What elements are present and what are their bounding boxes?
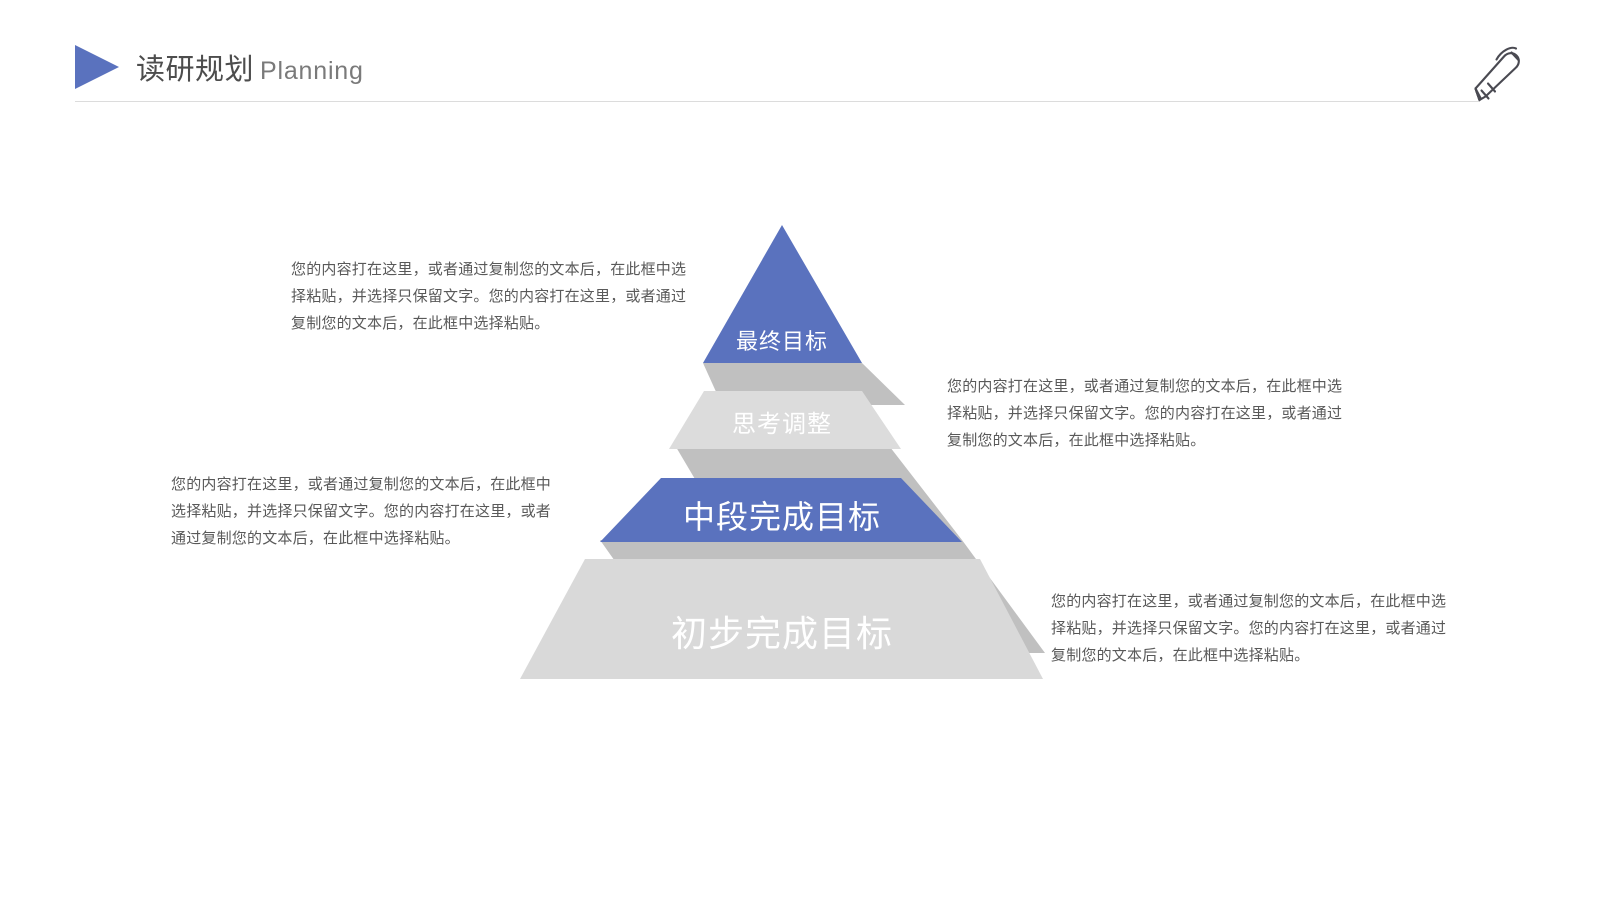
pyramid-layer-1 — [703, 225, 862, 363]
pyramid-layer-1-label: 最终目标 — [735, 329, 828, 354]
description-middle-left: 您的内容打在这里，或者通过复制您的文本后，在此框中选择粘贴，并选择只保留文字。您… — [171, 476, 552, 547]
description-top-left: 您的内容打在这里，或者通过复制您的文本后，在此框中选择粘贴，并选择只保留文字。您… — [291, 261, 687, 332]
pyramid-layer-2-label: 思考调整 — [732, 411, 832, 438]
header-divider — [75, 101, 1480, 102]
page-title-cn: 读研规划 — [136, 54, 255, 86]
pyramid-layer-3 — [600, 478, 962, 542]
pen-icon — [1474, 46, 1520, 102]
pyramid-layer-4 — [520, 559, 1043, 679]
page-title-en: Planning — [260, 57, 364, 85]
pyramid-layer-2 — [669, 391, 901, 449]
description-bottom-right: 您的内容打在这里，或者通过复制您的文本后，在此框中选择粘贴，并选择只保留文字。您… — [1051, 593, 1447, 664]
pyramid-layer-3-label: 中段完成目标 — [682, 499, 881, 535]
description-upper-right: 您的内容打在这里，或者通过复制您的文本后，在此框中选择粘贴，并选择只保留文字。您… — [947, 378, 1343, 449]
play-triangle-icon — [75, 45, 119, 89]
pyramid-layer-4-label: 初步完成目标 — [670, 613, 893, 654]
